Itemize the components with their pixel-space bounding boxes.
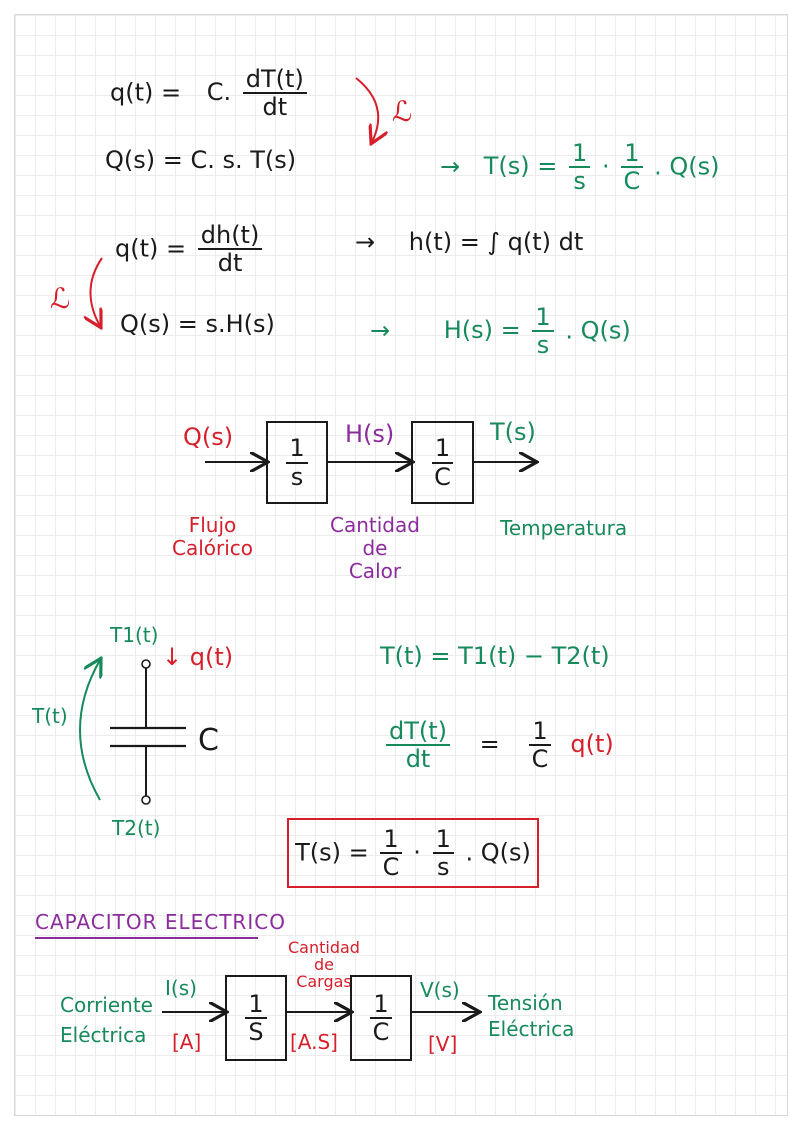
signal-H-s: H(s)	[345, 420, 395, 448]
voltage-arc	[79, 660, 100, 801]
signal-Q-s: Q(s)	[183, 423, 234, 451]
signal-T-s: T(s)	[490, 418, 536, 446]
equation-h-t: → h(t) = ∫ q(t) dt	[355, 228, 584, 256]
label-T2: T2(t)	[112, 816, 161, 840]
grid-paper	[14, 14, 788, 1116]
fraction: dh(t)dt	[197, 222, 263, 277]
laplace-label: ℒ	[392, 95, 413, 128]
label-T: T(t)	[32, 704, 68, 728]
label-T1: T1(t)	[110, 623, 159, 647]
fraction: dT(t)dt	[386, 718, 451, 773]
equation-Q-sH: Q(s) = s.H(s)	[120, 310, 275, 338]
unit-A: [A]	[172, 1030, 202, 1054]
laplace-arrow-1	[355, 77, 378, 142]
label-temperatura: Temperatura	[500, 516, 628, 540]
label-q-flow: ↓ q(t)	[162, 643, 234, 671]
section-title: CAPACITOR ELECTRICO	[35, 910, 286, 934]
signal-I-s: I(s)	[165, 976, 197, 1000]
laplace-label: ℒ	[50, 282, 71, 315]
unit-As: [A.S]	[290, 1030, 338, 1054]
equation-T-diff: T(t) = T1(t) − T2(t)	[380, 642, 610, 670]
fraction: dT(t)dt	[242, 66, 307, 121]
signal-V-s: V(s)	[420, 978, 460, 1002]
equation-Q-s: Q(s) = C. s. T(s)	[105, 146, 297, 174]
equation-q-t: q(t) = C. dT(t)dt	[110, 66, 311, 121]
laplace-arrow-2	[90, 257, 103, 326]
label-C: C	[198, 723, 219, 758]
equation-q-dh: q(t) = dh(t)dt	[115, 222, 266, 277]
unit-V: [V]	[428, 1032, 458, 1056]
